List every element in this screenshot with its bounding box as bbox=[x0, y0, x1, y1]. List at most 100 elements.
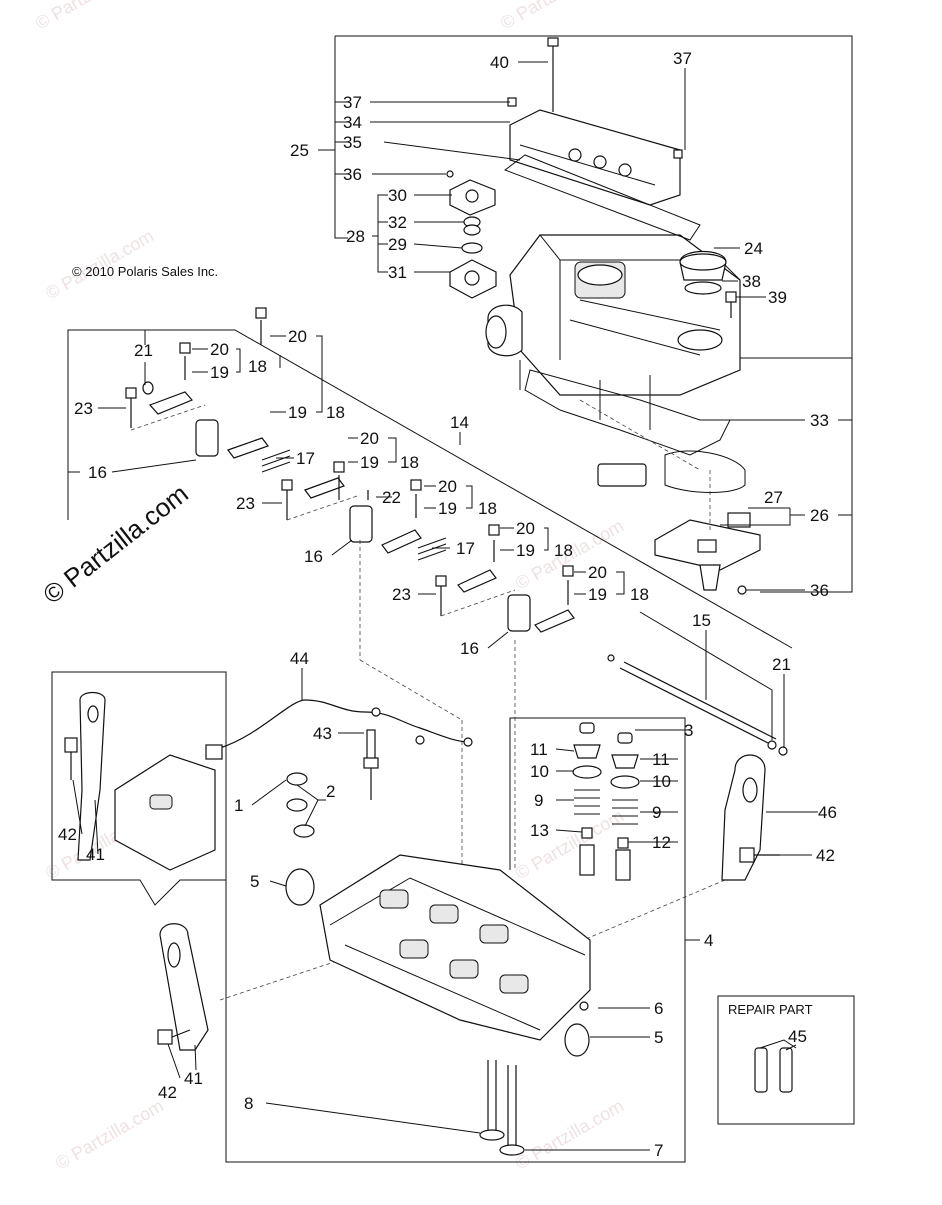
repair-part-label: REPAIR PART bbox=[728, 1002, 813, 1017]
callout: 33 bbox=[810, 411, 829, 430]
repair-part-box: REPAIR PART bbox=[717, 995, 855, 1125]
callout: 43 bbox=[313, 724, 332, 743]
glow-plug bbox=[286, 729, 379, 838]
callout: 18 bbox=[400, 453, 419, 472]
watermark-text: © Partzilla.com bbox=[512, 805, 627, 883]
callout: 30 bbox=[388, 186, 407, 205]
baffle-plate bbox=[654, 512, 761, 595]
callout: 5 bbox=[250, 872, 259, 891]
callout: 24 bbox=[744, 239, 763, 258]
callout: 17 bbox=[296, 449, 315, 468]
head-assembly-bracket bbox=[225, 717, 700, 1163]
callout: 11 bbox=[530, 740, 548, 759]
callout: 14 bbox=[450, 413, 469, 432]
callout: 46 bbox=[818, 803, 837, 822]
callout: 20 bbox=[438, 477, 457, 496]
callout: 10 bbox=[652, 772, 671, 791]
callout: 42 bbox=[816, 846, 835, 865]
callout: 16 bbox=[304, 547, 323, 566]
callout: 42 bbox=[158, 1083, 177, 1102]
callout: 19 bbox=[360, 453, 379, 472]
callout: 7 bbox=[654, 1141, 663, 1160]
rear-engine-hanger bbox=[157, 923, 209, 1051]
engine-hanger bbox=[721, 754, 780, 881]
callout: 20 bbox=[210, 340, 229, 359]
callout: 9 bbox=[534, 791, 543, 810]
callout: 35 bbox=[343, 133, 362, 152]
callout: 26 bbox=[810, 506, 829, 525]
callout: 23 bbox=[392, 585, 411, 604]
callout: 19 bbox=[588, 585, 607, 604]
rocker-shaft bbox=[607, 611, 788, 756]
sealant-tube bbox=[597, 463, 647, 487]
callout: 20 bbox=[288, 327, 307, 346]
watermark-main: © Partzilla.com bbox=[37, 478, 194, 610]
callout: 3 bbox=[684, 721, 693, 740]
callout: 12 bbox=[652, 833, 671, 852]
valve-train bbox=[572, 722, 640, 881]
callout: 41 bbox=[86, 845, 105, 864]
callout: 37 bbox=[673, 49, 692, 68]
callout: 8 bbox=[244, 1094, 253, 1113]
callout: 6 bbox=[654, 999, 663, 1018]
callout: 29 bbox=[388, 235, 407, 254]
callout: 22 bbox=[382, 488, 401, 507]
callout: 37 bbox=[343, 93, 362, 112]
watermark-text: © Partzilla.com bbox=[52, 1095, 167, 1173]
callout: 11 bbox=[652, 750, 670, 769]
breather-parts bbox=[446, 170, 497, 299]
callout: 41 bbox=[184, 1069, 203, 1088]
callout: 45 bbox=[788, 1027, 807, 1046]
callout: 23 bbox=[236, 494, 255, 513]
rocker-arms bbox=[125, 307, 575, 633]
callout: 17 bbox=[456, 539, 475, 558]
callout: 34 bbox=[343, 113, 362, 132]
watermark-text: © Partzilla.com bbox=[32, 0, 147, 33]
callout: 16 bbox=[88, 463, 107, 482]
callout: 32 bbox=[388, 213, 407, 232]
callout: 42 bbox=[58, 825, 77, 844]
callout: 20 bbox=[588, 563, 607, 582]
callout: 19 bbox=[516, 541, 535, 560]
callout: 31 bbox=[388, 263, 407, 282]
callout: 19 bbox=[210, 363, 229, 382]
callout: 18 bbox=[248, 357, 267, 376]
callout: 13 bbox=[530, 821, 549, 840]
callout: 19 bbox=[288, 403, 307, 422]
callout: 36 bbox=[810, 581, 829, 600]
cylinder-head bbox=[285, 854, 591, 1057]
callout: 28 bbox=[346, 227, 365, 246]
watermark-text: © Partzilla.com bbox=[497, 0, 612, 33]
oil-pan-gasket bbox=[664, 450, 746, 493]
callout: 21 bbox=[134, 341, 153, 360]
valves bbox=[479, 1060, 525, 1156]
callout: 18 bbox=[326, 403, 345, 422]
callout: 4 bbox=[704, 931, 713, 950]
inset-view bbox=[51, 671, 227, 906]
callout: 19 bbox=[438, 499, 457, 518]
callout: 25 bbox=[290, 141, 309, 160]
callout: 15 bbox=[692, 611, 711, 630]
callout: 5 bbox=[654, 1028, 663, 1047]
valve-cover-group bbox=[318, 35, 853, 593]
callout: 16 bbox=[460, 639, 479, 658]
callout: 20 bbox=[360, 429, 379, 448]
callout: 1 bbox=[234, 796, 243, 815]
callout: 39 bbox=[768, 288, 787, 307]
callout: 27 bbox=[764, 488, 783, 507]
callout: 23 bbox=[74, 399, 93, 418]
callout: 9 bbox=[652, 803, 661, 822]
callout: 36 bbox=[343, 165, 362, 184]
callout: 18 bbox=[478, 499, 497, 518]
callout: 44 bbox=[290, 649, 309, 668]
callout: 18 bbox=[554, 541, 573, 560]
wiring-harness bbox=[205, 699, 473, 760]
leader-lines bbox=[72, 61, 818, 1151]
callout: 18 bbox=[630, 585, 649, 604]
cover-gasket bbox=[524, 369, 731, 456]
callout: 21 bbox=[772, 655, 791, 674]
callout: 2 bbox=[326, 782, 335, 801]
breather-cover bbox=[503, 37, 701, 241]
